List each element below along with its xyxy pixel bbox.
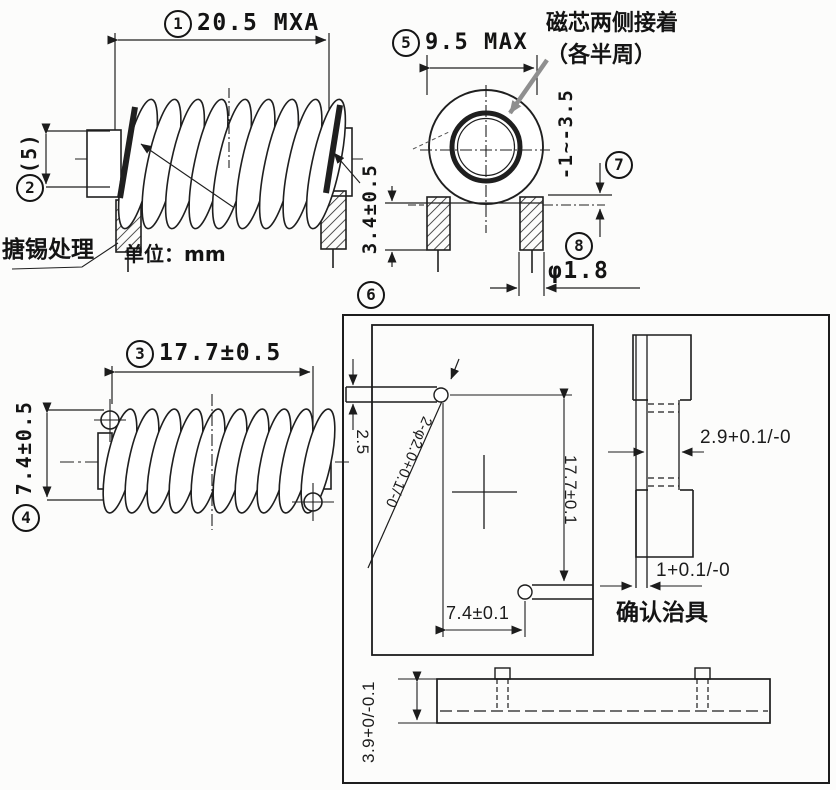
fixture-label: 确认治具 xyxy=(616,600,708,626)
dim-tin-length-value: 3.4±0.5 xyxy=(358,163,381,255)
fixture-pin-wire-dia-value: 2.5 xyxy=(353,429,373,455)
front-view-drawing xyxy=(385,55,640,296)
balloon-3: 3 xyxy=(126,340,154,368)
fixture-view-drawing xyxy=(342,314,830,784)
fixture-pin-wire-dia-label: 2.5 xyxy=(353,424,373,460)
dim-lead-protrusion-label: -1~-3.5 xyxy=(554,84,577,184)
fixture-hole-pitch-horizontal-value: 7.4±0.1 xyxy=(446,603,510,623)
core-bond-label-line1: 磁芯两侧接着 xyxy=(546,11,679,36)
balloon-7: 7 xyxy=(605,151,633,179)
dim-lead-protrusion-value: -1~-3.5 xyxy=(554,88,577,180)
dim-core-od-value: 9.5 MAX xyxy=(425,29,529,55)
balloon-1: 1 xyxy=(164,10,192,38)
dim-coil-width-label: 7.4±0.5 xyxy=(12,395,36,501)
balloon-2: 2 xyxy=(16,174,44,202)
top-view-drawing xyxy=(42,366,350,530)
balloon-4: 4 xyxy=(12,504,40,532)
balloon-5: 5 xyxy=(392,29,420,57)
dim-core-diameter-label: (5) xyxy=(17,126,41,180)
dim-core-od-label: 5 9.5 MAX xyxy=(392,29,528,57)
fixture-bar-thickness-label: 3.9+0/-0.1 xyxy=(358,657,378,787)
dim-lead-diameter-value: φ1.8 xyxy=(548,258,610,284)
dim-coil-length-value: 17.7±0.5 xyxy=(159,340,282,367)
fixture-hole-pitch-vertical-label: 17.7±0.1 xyxy=(561,442,581,538)
dim-overall-length-label: 1 20.5 MXA xyxy=(164,10,320,38)
dim-overall-length-value: 20.5 MXA xyxy=(197,10,320,37)
balloon-6: 6 xyxy=(357,281,385,309)
fixture-tab-thickness-value: 1+0.1/-0 xyxy=(656,560,731,581)
fixture-hole-pitch-vertical-value: 17.7±0.1 xyxy=(561,454,581,526)
tinning-label: 搪锡处理 xyxy=(2,237,94,263)
unit-label: 单位：mm xyxy=(124,242,226,266)
balloon-8: 8 xyxy=(565,232,593,260)
fixture-bar-thickness-value: 3.9+0/-0.1 xyxy=(358,680,378,764)
dim-tin-length-label: 3.4±0.5 xyxy=(358,163,381,255)
dim-coil-width-value: 7.4±0.5 xyxy=(12,400,36,496)
dim-core-diameter-value: (5) xyxy=(17,132,41,174)
fixture-slot-width-value: 2.9+0.1/-0 xyxy=(700,427,792,448)
dim-coil-length-label: 3 17.7±0.5 xyxy=(126,340,282,368)
side-view-drawing xyxy=(11,33,363,272)
core-bond-label-line2: （各半周） xyxy=(546,43,657,68)
